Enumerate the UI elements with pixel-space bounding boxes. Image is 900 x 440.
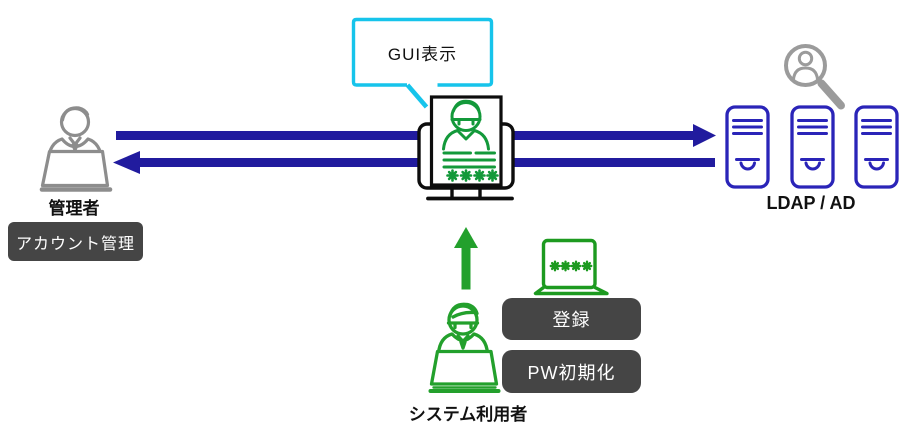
request-arrow (116, 124, 716, 147)
register-badge: 登録 (502, 298, 641, 340)
id-card-person-icon (442, 99, 499, 182)
response-arrow (113, 151, 715, 174)
server-rack-icons (725, 105, 899, 189)
password-asterisks (549, 260, 593, 272)
account-management-badge: アカウント管理 (8, 222, 143, 261)
ldap-ad-label: LDAP / AD (766, 193, 856, 213)
monitor-icon (417, 95, 515, 201)
admin-label: 管理者 (48, 199, 100, 218)
password-laptop-icon (533, 238, 609, 296)
admin-person-laptop-icon (39, 106, 113, 192)
system-user-label: システム利用者 (408, 405, 528, 424)
user-upload-arrow (454, 227, 478, 290)
server-icon (854, 105, 899, 189)
server-icon (790, 105, 835, 189)
user-search-magnifier-icon (784, 44, 845, 110)
server-icon (725, 105, 770, 189)
speech-bubble (351, 17, 494, 109)
speech-bubble-label: GUI表示 (387, 44, 458, 64)
pw-reset-badge: PW初期化 (502, 350, 641, 393)
system-user-person-laptop-icon (428, 302, 501, 393)
